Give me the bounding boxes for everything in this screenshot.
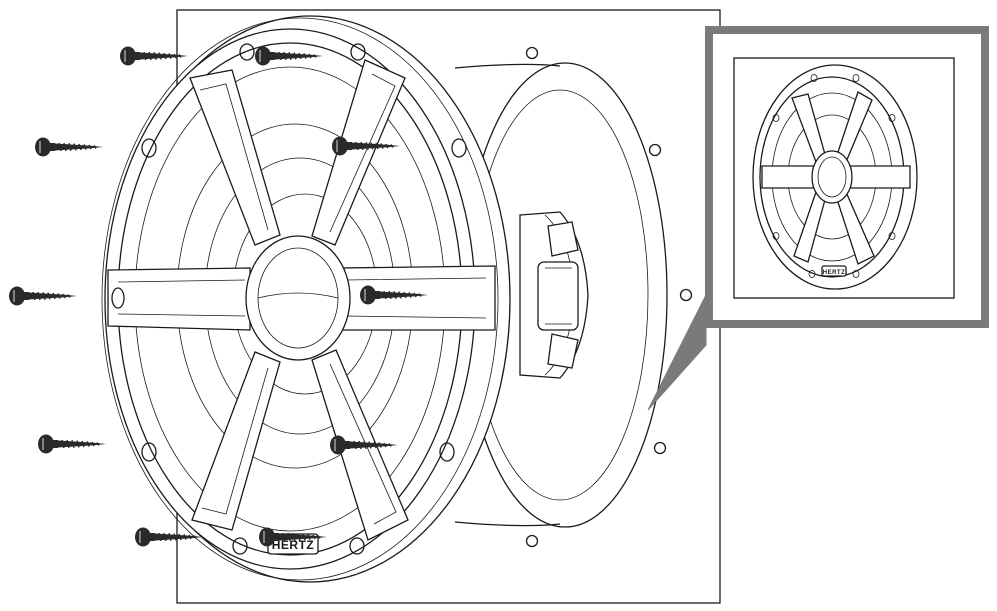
center-dome [245, 235, 351, 361]
inset-brand-logo: HERTZ [823, 270, 846, 276]
panel-mounting-holes [525, 46, 693, 548]
screw-icon [119, 45, 189, 67]
inset-panel [733, 57, 955, 299]
brand-logo: HERTZ [272, 538, 315, 552]
screw-icon [8, 285, 78, 307]
grille-spokes [107, 59, 496, 541]
speaker-grille: HERTZ [101, 15, 511, 583]
screw-icon [34, 136, 104, 158]
screw-icon [134, 526, 204, 548]
inset-detail-view: HERTZ [705, 26, 989, 328]
screw-icon [37, 433, 107, 455]
